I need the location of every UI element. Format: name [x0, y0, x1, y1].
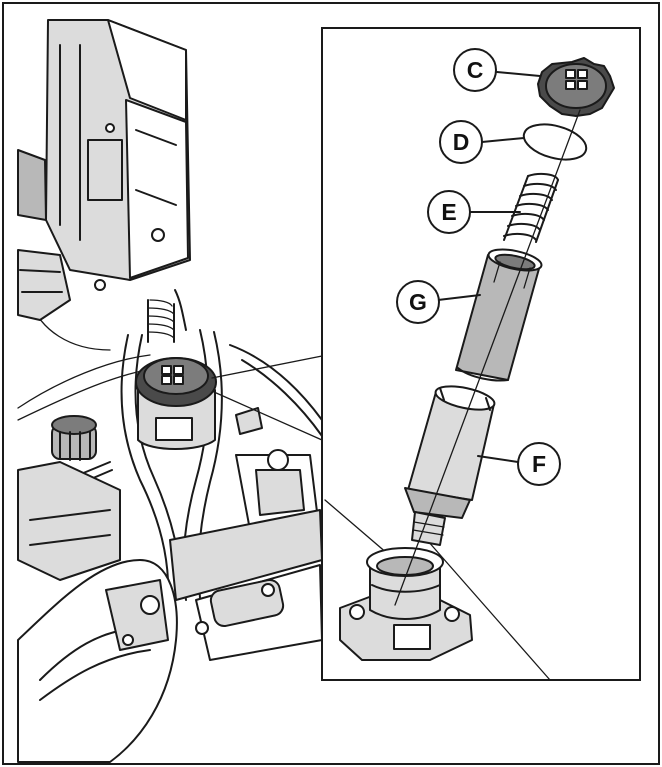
callout-D: D — [439, 120, 483, 164]
callout-F: F — [517, 442, 561, 486]
hose-spring — [147, 299, 175, 343]
callout-C-label: C — [467, 57, 484, 83]
callout-E-label: E — [441, 199, 456, 225]
part-E-spring — [503, 172, 559, 243]
callout-G: G — [396, 280, 440, 324]
machine-overview — [17, 19, 323, 763]
callout-G-label: G — [409, 289, 427, 315]
zoom-leader-bottom — [213, 391, 323, 441]
callout-F-label: F — [532, 451, 546, 477]
assembly-axis — [394, 109, 581, 606]
callout-E: E — [427, 190, 471, 234]
exploded-view-inset: C D E G F — [321, 27, 641, 681]
filter-housing-installed — [135, 357, 217, 450]
part-D-o-ring — [522, 123, 588, 161]
zoom-leader-top — [211, 355, 323, 379]
filter-base — [339, 547, 473, 661]
callout-D-label: D — [453, 129, 470, 155]
part-C-cap — [537, 57, 615, 117]
side-cap — [51, 415, 97, 461]
callout-C: C — [453, 48, 497, 92]
lever-handle — [17, 559, 178, 763]
